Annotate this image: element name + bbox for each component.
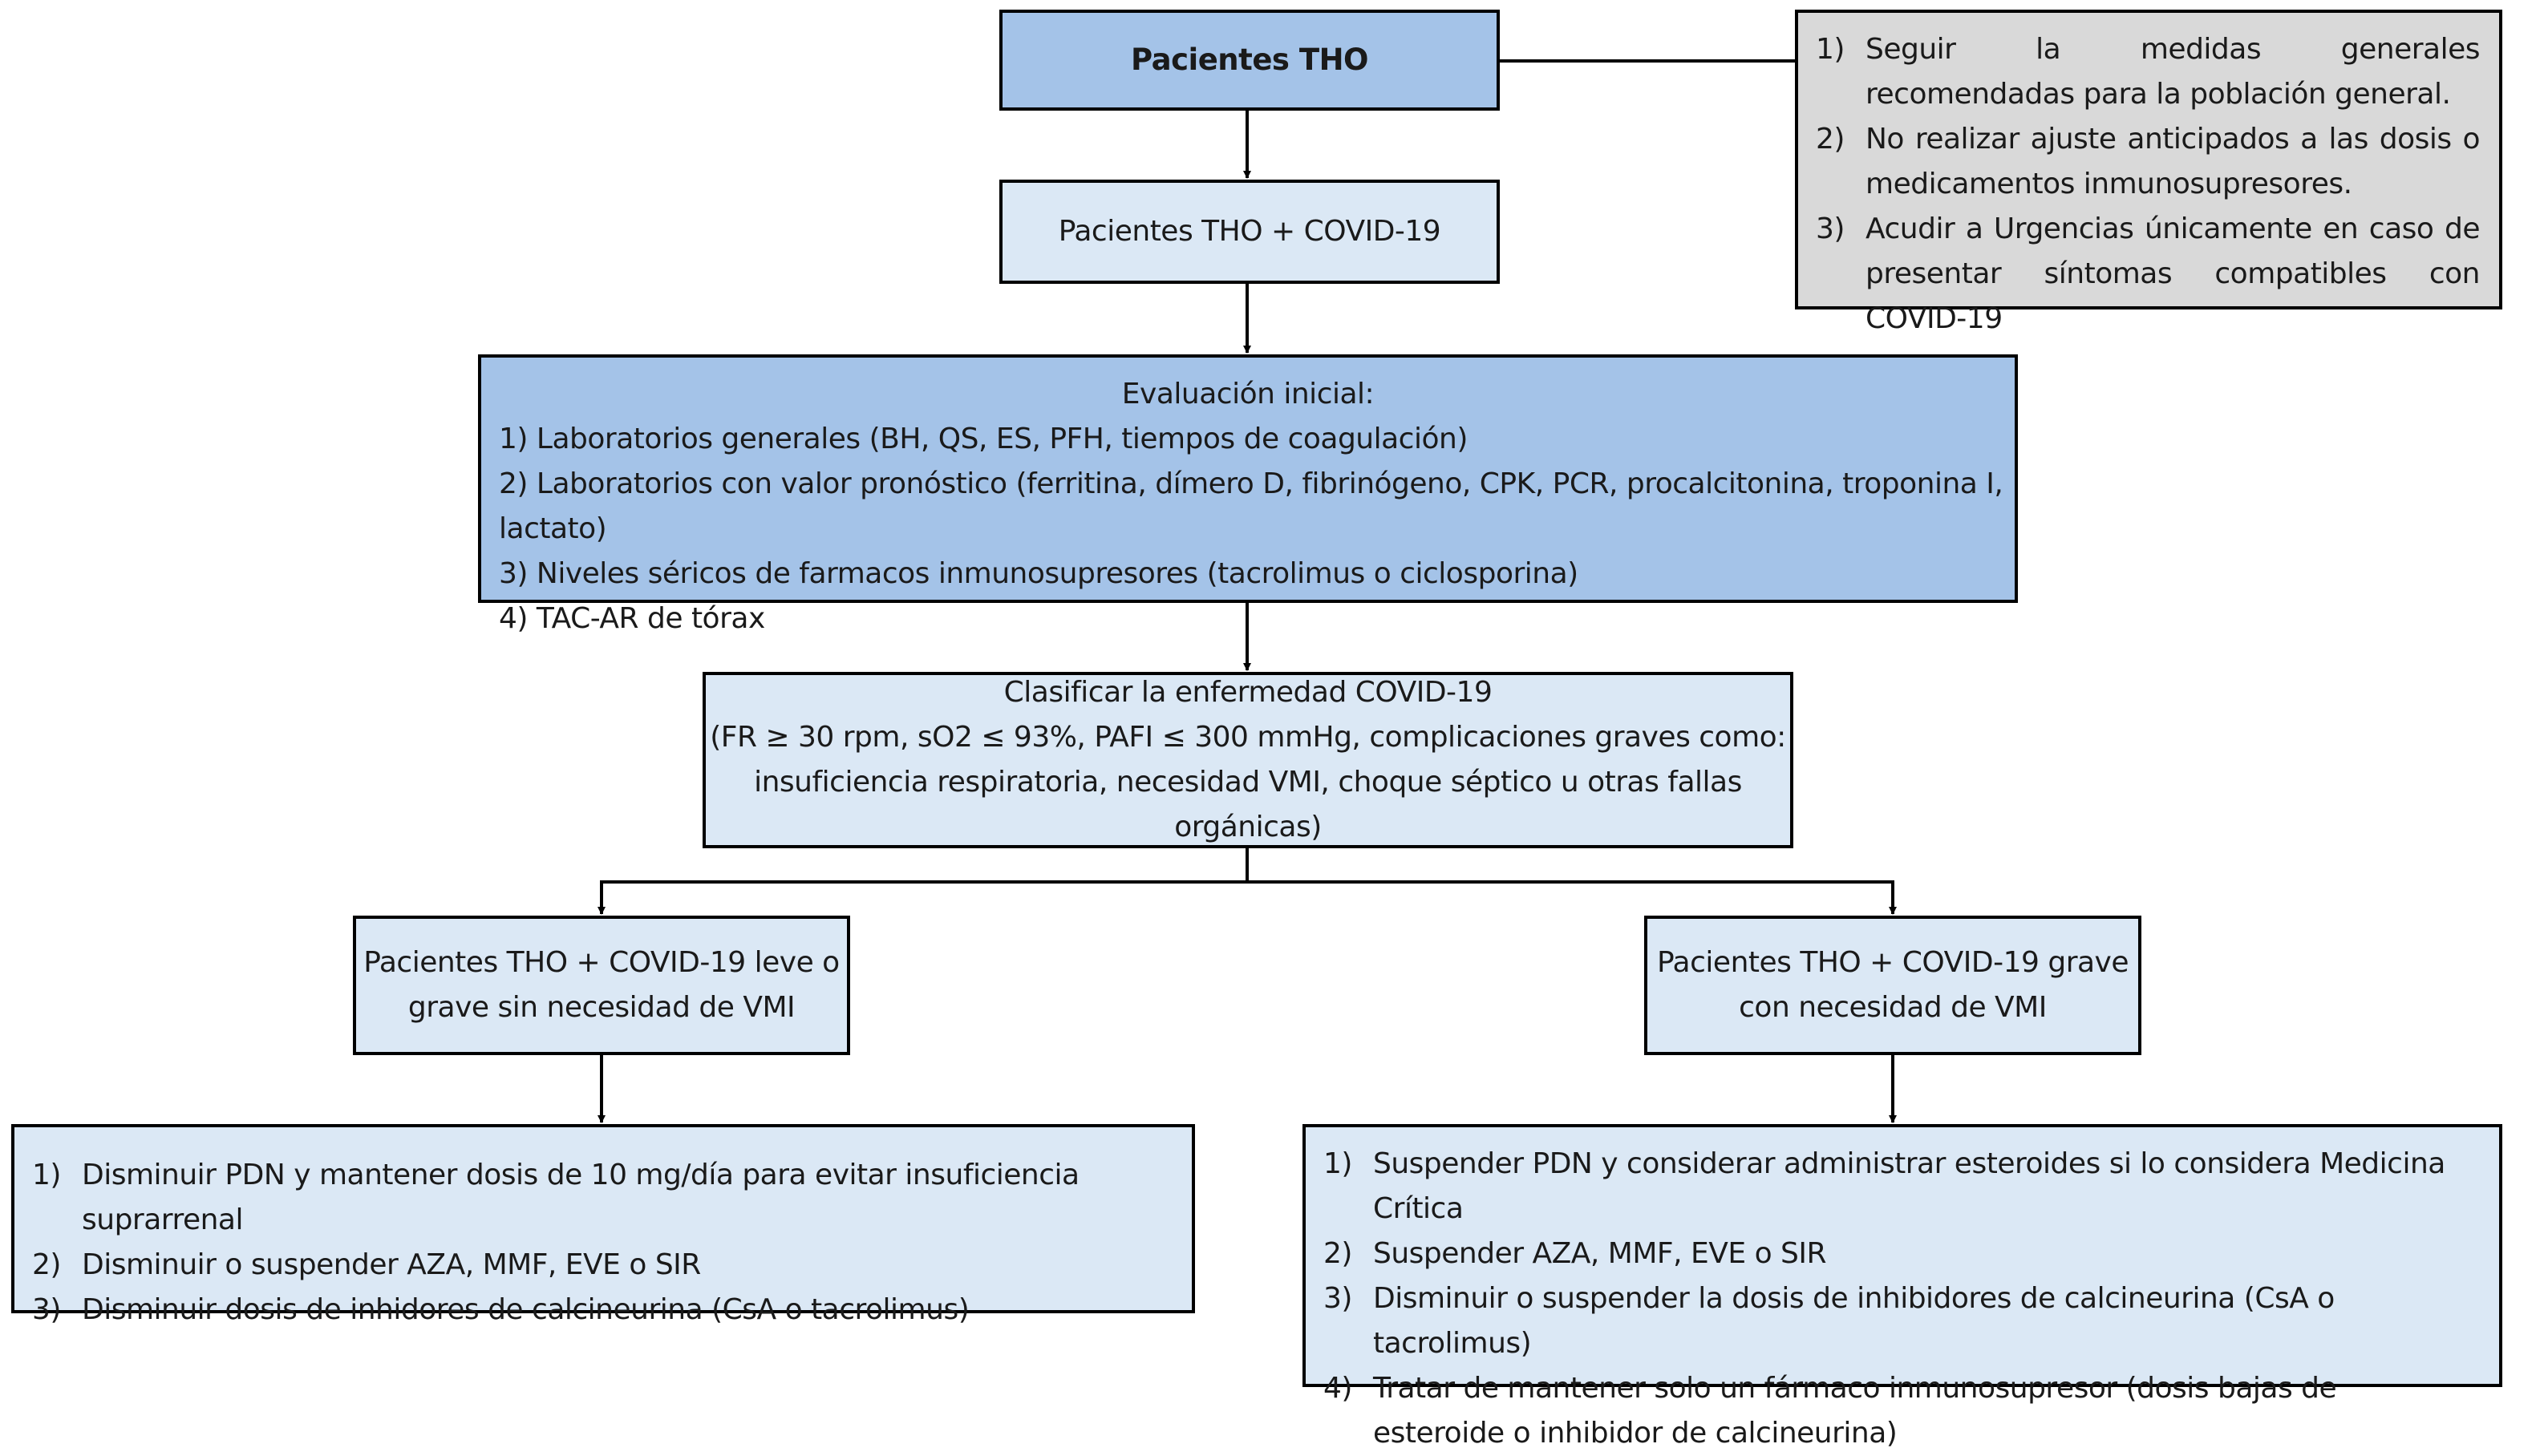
evaluation-title: Evaluación inicial: bbox=[1121, 378, 1375, 411]
connectors bbox=[598, 57, 1897, 1123]
list-item: 4)Tratar de mantener solo un fármaco inm… bbox=[1323, 1372, 2337, 1450]
evaluation-item: 4) TAC-AR de tórax bbox=[499, 602, 765, 635]
node-patients-covid: Pacientes THO + COVID-19 bbox=[999, 180, 1500, 284]
evaluation-item: 1) Laboratorios generales (BH, QS, ES, P… bbox=[499, 423, 1468, 455]
arrow-classify-to-mild bbox=[598, 848, 1249, 915]
severe-actions-list: 1)Suspender PDN y considerar administrar… bbox=[1323, 1142, 2499, 1456]
node-mild-covid: Pacientes THO + COVID-19 leve o grave si… bbox=[353, 916, 850, 1055]
flowchart: Pacientes THO 1)Seguir la medidas genera… bbox=[11, 10, 2502, 1450]
evaluation-item: 2) Laboratorios con valor pronóstico (fe… bbox=[499, 467, 2003, 545]
node-mild-actions: 1)Disminuir PDN y mantener dosis de 10 m… bbox=[11, 1124, 1195, 1326]
list-item: 2)No realizar ajuste anticipados a las d… bbox=[1816, 123, 2481, 200]
node-initial-evaluation: Evaluación inicial: 1) Laboratorios gene… bbox=[478, 354, 2018, 635]
list-item: 3)Disminuir dosis de inhidores de calcin… bbox=[32, 1293, 970, 1326]
node-classify-disease: Clasificar la enfermedad COVID-19 (FR ≥ … bbox=[703, 672, 1793, 848]
node-severe-actions: 1)Suspender PDN y considerar administrar… bbox=[1302, 1124, 2502, 1450]
list-item: 1)Suspender PDN y considerar administrar… bbox=[1323, 1147, 2445, 1225]
list-item: 3)Acudir a Urgencias únicamente en caso … bbox=[1816, 212, 2481, 335]
general-measures-list: 1)Seguir la medidas generales recomendad… bbox=[1816, 27, 2481, 342]
list-item: 3)Disminuir o suspender la dosis de inhi… bbox=[1323, 1282, 2335, 1360]
node-severe-covid: Pacientes THO + COVID-19 grave con neces… bbox=[1644, 916, 2141, 1055]
mild-actions-list: 1)Disminuir PDN y mantener dosis de 10 m… bbox=[32, 1153, 1192, 1333]
list-item: 1)Disminuir PDN y mantener dosis de 10 m… bbox=[32, 1159, 1080, 1236]
node-patients-tho: Pacientes THO bbox=[999, 10, 1500, 111]
classify-criteria-line: insuficiencia respiratoria, necesidad VM… bbox=[754, 766, 1742, 843]
node-general-measures: 1)Seguir la medidas generales recomendad… bbox=[1795, 10, 2502, 335]
mild-label-line: grave sin necesidad de VMI bbox=[407, 991, 796, 1024]
evaluation-item: 3) Niveles séricos de farmacos inmunosup… bbox=[499, 557, 1578, 590]
list-item: 2)Disminuir o suspender AZA, MMF, EVE o … bbox=[32, 1248, 701, 1281]
node-patients-tho-label: Pacientes THO bbox=[1131, 42, 1369, 77]
arrow-classify-to-severe bbox=[1246, 848, 1897, 915]
severe-label-line: con necesidad de VMI bbox=[1739, 991, 2047, 1024]
node-patients-covid-label: Pacientes THO + COVID-19 bbox=[1058, 215, 1441, 248]
classify-criteria-line: (FR ≥ 30 rpm, sO2 ≤ 93%, PAFI ≤ 300 mmHg… bbox=[710, 721, 1786, 754]
mild-label-line: Pacientes THO + COVID-19 leve o bbox=[363, 946, 840, 979]
list-item: 1)Seguir la medidas generales recomendad… bbox=[1816, 33, 2481, 111]
classify-title: Clasificar la enfermedad COVID-19 bbox=[1003, 676, 1493, 709]
list-item: 2)Suspender AZA, MMF, EVE o SIR bbox=[1323, 1237, 1827, 1270]
severe-label-line: Pacientes THO + COVID-19 grave bbox=[1656, 946, 2129, 979]
